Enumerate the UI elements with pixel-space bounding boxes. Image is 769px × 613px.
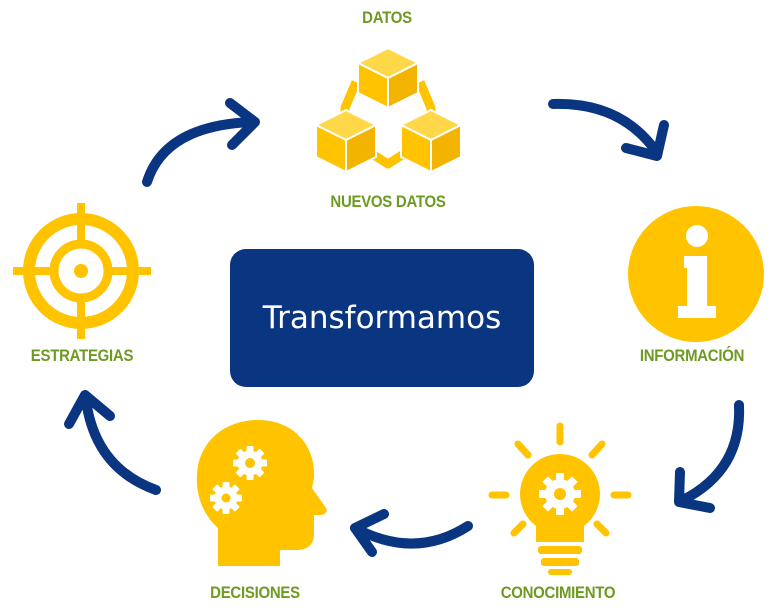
- connected-cubes-icon: [313, 46, 464, 174]
- label-conocimiento: CONOCIMIENTO: [500, 583, 616, 602]
- head-gears-icon: [196, 420, 327, 566]
- center-box: Transformamos: [230, 249, 534, 387]
- info-icon: [628, 206, 764, 342]
- label-informacion: INFORMACIÓN: [639, 346, 745, 365]
- target-crosshair-icon: [13, 203, 151, 339]
- label-estrategias: ESTRATEGIAS: [30, 346, 134, 365]
- cycle-arrows: [64, 98, 745, 557]
- arrow-decisiones-to-estrategias: [64, 390, 161, 495]
- center-title: Transformamos: [262, 300, 502, 336]
- lightbulb-gear-icon: [488, 422, 632, 575]
- label-decisiones: DECISIONES: [210, 583, 300, 602]
- label-nuevos-datos: NUEVOS DATOS: [330, 192, 446, 211]
- arrow-informacion-to-conocimiento: [674, 400, 745, 513]
- arrow-estrategias-to-datos: [142, 98, 260, 187]
- label-datos: DATOS: [362, 8, 412, 27]
- arrow-datos-to-informacion: [548, 98, 669, 161]
- arrow-conocimiento-to-decisiones: [350, 509, 473, 557]
